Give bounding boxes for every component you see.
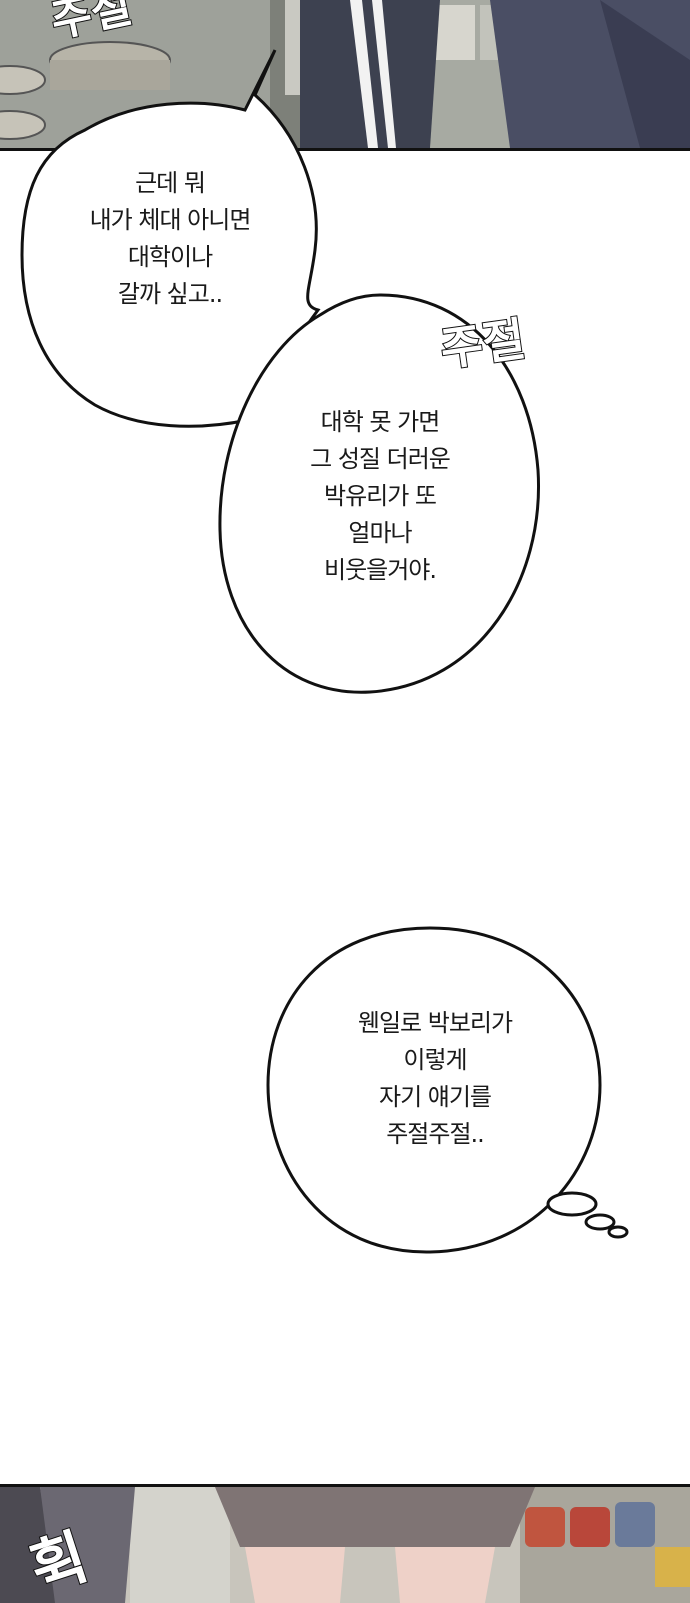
bubble3-text: 웬일로 박보리가 이렇게 자기 얘기를 주절주절..	[300, 1005, 570, 1153]
bubble3-line: 웬일로 박보리가	[357, 1009, 513, 1037]
bubble1-line: 내가 체대 아니면	[89, 206, 252, 234]
bubble3-line: 주절주절..	[386, 1120, 485, 1148]
thought-dot-2	[584, 1213, 616, 1231]
bubble2-line: 비웃을거야.	[323, 556, 437, 584]
bottom-scene-illustration	[0, 1487, 690, 1603]
bubble2-line: 그 성질 더러운	[310, 445, 451, 473]
sfx-middle: 주절	[436, 310, 529, 377]
bubble1-line: 대학이나	[127, 243, 213, 271]
bottom-panel: 휙	[0, 1484, 690, 1603]
bubble1-text: 근데 뭐 내가 체대 아니면 대학이나 갈까 싶고..	[45, 165, 295, 313]
bubble2-line: 대학 못 가면	[320, 408, 441, 436]
bubble2-line: 얼마나	[348, 519, 412, 547]
bubble2-line: 박유리가 또	[323, 482, 437, 510]
bubble1-line: 갈까 싶고..	[117, 280, 223, 308]
bubble3-line: 자기 얘기를	[378, 1083, 492, 1111]
bubble1-outline	[20, 49, 321, 428]
bubble1-line: 근데 뭐	[135, 169, 206, 197]
bubble2-outline	[218, 293, 541, 694]
bubble3-line: 이렇게	[403, 1046, 467, 1074]
bubble2-text: 대학 못 가면 그 성질 더러운 박유리가 또 얼마나 비웃을거야.	[260, 404, 500, 589]
bubble3-outline	[266, 926, 602, 1254]
thought-dot-1	[546, 1191, 598, 1217]
thought-dot-3	[607, 1225, 629, 1239]
